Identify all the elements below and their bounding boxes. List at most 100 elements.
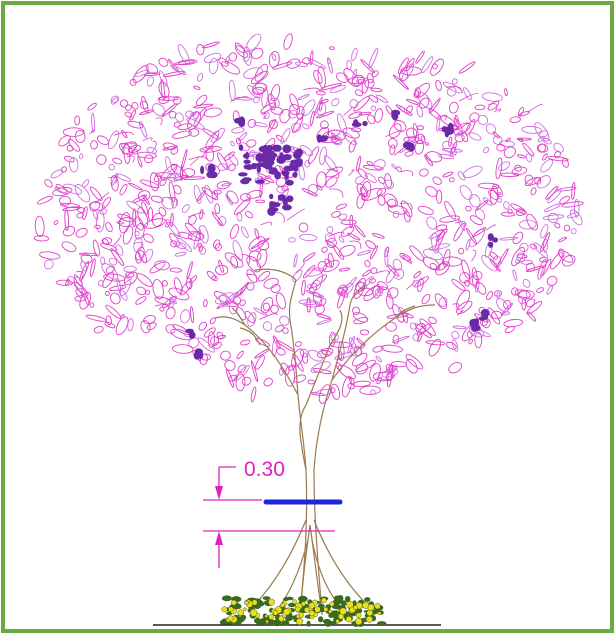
foliage-leaf: [367, 114, 376, 125]
foliage-leaf: [525, 265, 545, 272]
foliage-leaf: [39, 251, 61, 260]
foliage-twig: [172, 164, 178, 171]
foliage-leaf: [269, 97, 280, 109]
foliage-leaf: [511, 287, 519, 296]
foliage-leaf: [392, 258, 403, 271]
foliage-leaf: [69, 156, 79, 173]
foliage-leaf: [512, 231, 524, 245]
foliage-leaf: [144, 154, 154, 164]
shrub-leaf: [318, 616, 324, 623]
foliage-leaf: [203, 327, 216, 338]
foliage-twig: [527, 104, 543, 113]
foliage-leaf: [253, 307, 268, 316]
foliage-twig: [343, 106, 353, 116]
foliage-leaf: [553, 142, 564, 153]
foliage-leaf: [454, 133, 465, 143]
foliage-leaf: [362, 269, 372, 277]
foliage-leaf: [87, 102, 97, 111]
shrub-leaf: [221, 595, 232, 602]
foliage-leaf: [143, 315, 156, 324]
foliage-leaf: [519, 219, 537, 230]
foliage-leaf: [195, 94, 208, 106]
foliage-leaf: [352, 306, 361, 316]
flower-blossom: [240, 178, 250, 185]
foliage-leaf: [540, 159, 554, 173]
foliage-leaf: [306, 297, 311, 313]
foliage-leaf: [109, 292, 121, 305]
shrub-flower: [221, 606, 228, 613]
foliage-leaf: [368, 48, 379, 68]
base-shrubs: [219, 595, 387, 627]
foliage-leaf: [492, 184, 503, 197]
foliage-leaf: [79, 291, 92, 310]
foliage-leaf: [460, 131, 469, 143]
shrub-flower: [296, 618, 304, 626]
foliage-leaf: [415, 50, 425, 64]
foliage-leaf: [122, 225, 134, 245]
foliage-leaf: [370, 389, 376, 396]
foliage-leaf: [168, 110, 177, 119]
foliage-leaf: [127, 144, 142, 153]
foliage-leaf: [275, 325, 285, 333]
foliage-twig: [133, 242, 144, 249]
foliage-leaf: [369, 245, 378, 260]
foliage-leaf: [451, 78, 458, 85]
foliage-leaf: [301, 352, 309, 364]
foliage-leaf: [302, 57, 312, 65]
foliage-leaf: [436, 224, 448, 232]
foliage-leaf: [134, 252, 142, 264]
foliage-leaf: [361, 77, 369, 94]
foliage-leaf: [499, 140, 515, 147]
foliage-leaf: [323, 154, 338, 173]
foliage-leaf: [145, 63, 159, 75]
shrub-flower: [272, 610, 279, 616]
foliage-leaf: [123, 265, 137, 273]
foliage-leaf: [137, 207, 149, 228]
foliage-leaf: [297, 93, 310, 101]
foliage-leaf: [100, 256, 106, 266]
flower-blossom: [261, 154, 269, 163]
shrub-flower: [244, 600, 249, 605]
shrub-leaf: [317, 603, 325, 609]
foliage-leaf: [270, 84, 281, 102]
foliage-leaf: [146, 322, 157, 331]
foliage-leaf: [232, 296, 242, 305]
foliage-leaf: [198, 244, 204, 252]
foliage-leaf: [412, 123, 419, 143]
foliage-leaf: [307, 146, 320, 165]
foliage-leaf: [469, 112, 480, 123]
foliage-leaf: [105, 265, 115, 274]
foliage-leaf: [459, 271, 470, 284]
foliage-twig: [229, 96, 249, 102]
shrub-leaf: [328, 613, 334, 618]
shrub-leaf: [298, 595, 308, 603]
foliage-leaf: [465, 119, 476, 136]
foliage-leaf: [149, 261, 166, 274]
shrub-leaf: [241, 614, 247, 621]
foliage-leaf: [482, 146, 490, 154]
foliage-leaf: [527, 311, 536, 322]
foliage-leaf: [170, 163, 188, 179]
foliage-leaf: [221, 182, 232, 187]
foliage-leaf: [115, 244, 124, 256]
foliage-leaf: [413, 271, 422, 279]
foliage-twig: [459, 92, 479, 102]
foliage-leaf: [317, 261, 328, 272]
shrub-flower: [243, 607, 247, 612]
foliage-leaf: [138, 109, 154, 116]
foliage-leaf: [402, 254, 413, 264]
shrub-leaf: [283, 597, 289, 602]
flower-blossom: [274, 171, 281, 180]
foliage-leaf: [515, 208, 524, 213]
foliage-leaf: [246, 269, 258, 283]
foliage-leaf: [448, 101, 459, 114]
foliage-leaf: [292, 117, 303, 134]
foliage-leaf: [434, 293, 448, 310]
foliage-leaf: [132, 208, 137, 228]
foliage-leaf: [267, 93, 276, 111]
foliage-leaf: [377, 286, 384, 293]
foliage-leaf: [182, 168, 196, 178]
foliage-twig: [485, 224, 496, 231]
foliage-leaf: [400, 66, 422, 76]
